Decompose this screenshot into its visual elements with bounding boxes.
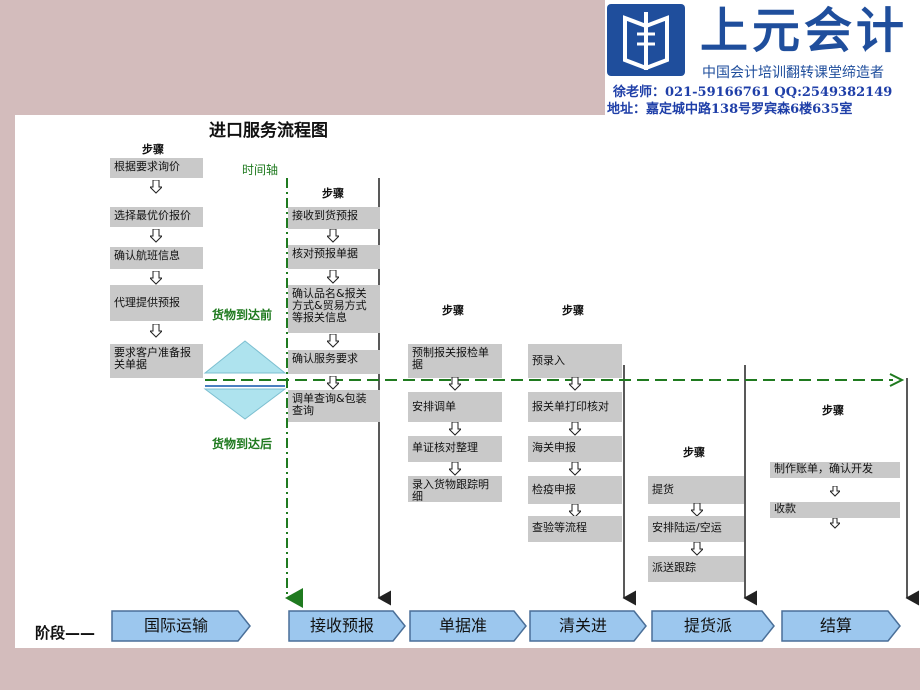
step-box: 根据要求询价 <box>110 158 203 178</box>
down-arrow-icon <box>327 270 339 284</box>
step-box: 查验等流程 <box>528 516 622 542</box>
step-box: 收款 <box>770 502 900 518</box>
down-arrow-icon <box>449 462 461 476</box>
brand-slogan: 中国会计培训翻转课堂缔造者 <box>702 65 884 81</box>
after-arrival-triangle <box>203 388 287 420</box>
step-header: 步骤 <box>683 446 705 459</box>
down-arrow-icon <box>150 180 162 194</box>
stage-receive-forecast: 接收预报 <box>287 609 407 643</box>
stage-customs-clearance: 清关进 <box>528 609 648 643</box>
step-header: 步骤 <box>442 304 464 317</box>
step-box: 报关单打印核对 <box>528 392 622 422</box>
step-box: 要求客户准备报关单据 <box>110 344 203 378</box>
step-box: 海关申报 <box>528 436 622 462</box>
stage-label: 接收预报 <box>309 616 374 635</box>
stage-documents: 单据准 <box>408 609 528 643</box>
diagram-title: 进口服务流程图 <box>209 121 328 141</box>
stage-label: 清关进 <box>558 616 607 635</box>
down-arrow-icon <box>569 462 581 476</box>
stage-international-transport: 国际运输 <box>110 609 252 643</box>
step-box: 接收到货预报 <box>288 207 380 229</box>
contact-info: 徐老师：021-59166761 QQ:2549382149 <box>613 85 893 100</box>
step-box: 代理提供预报 <box>110 285 203 321</box>
goods-after-label: 货物到达后 <box>212 437 273 451</box>
timeline-label: 时间轴 <box>242 163 279 177</box>
step-box: 选择最优价报价 <box>110 207 203 227</box>
before-arrival-triangle <box>203 340 287 374</box>
goods-before-label: 货物到达前 <box>212 308 273 322</box>
stage-label: 提货派 <box>683 616 732 635</box>
diagram-panel <box>15 115 920 648</box>
down-arrow-icon <box>150 229 162 243</box>
stage-settlement: 结算 <box>780 609 902 643</box>
step-box: 预制报关报检单据 <box>408 344 502 378</box>
down-arrow-icon <box>449 377 461 391</box>
stage-label: 单据准 <box>438 616 487 635</box>
arrival-arrow-icon <box>889 373 905 387</box>
down-arrow-icon <box>569 504 581 518</box>
step-box: 确认品名&报关方式&贸易方式等报关信息 <box>288 285 380 333</box>
down-arrow-icon <box>449 422 461 436</box>
down-arrow-icon <box>150 324 162 338</box>
step-box: 检疫申报 <box>528 476 622 504</box>
stage-prefix-label: 阶段—— <box>35 624 96 642</box>
logo-icon <box>607 4 685 76</box>
step-box: 制作账单，确认开发 <box>770 462 900 478</box>
down-arrow-icon <box>830 518 840 529</box>
stage-pickup-delivery: 提货派 <box>650 609 776 643</box>
brand-name: 上元会计 <box>700 3 909 59</box>
down-arrow-icon <box>327 229 339 243</box>
step-box: 安排陆运/空运 <box>648 516 744 542</box>
step-box: 确认航班信息 <box>110 247 203 269</box>
step-box: 调单查询&包装查询 <box>288 390 380 422</box>
down-arrow-icon <box>691 503 703 517</box>
down-arrow-icon <box>327 376 339 390</box>
step-box: 派送跟踪 <box>648 556 744 582</box>
down-arrow-icon <box>691 542 703 556</box>
address-info: 地址：嘉定城中路138号罗宾森6楼635室 <box>607 102 853 117</box>
step-header: 步骤 <box>562 304 584 317</box>
step-box: 提货 <box>648 476 744 504</box>
step-box: 单证核对整理 <box>408 436 502 462</box>
down-arrow-icon <box>569 377 581 391</box>
stage-label: 结算 <box>819 616 852 635</box>
down-arrow-icon <box>830 486 840 497</box>
step-header: 步骤 <box>822 404 844 417</box>
down-arrow-icon <box>569 422 581 436</box>
step-box: 安排调单 <box>408 392 502 422</box>
step-box: 确认服务要求 <box>288 350 380 374</box>
step-box: 预录入 <box>528 344 622 378</box>
stage-label: 国际运输 <box>143 616 208 635</box>
step-box: 录入货物跟踪明细 <box>408 476 502 502</box>
down-arrow-icon <box>150 271 162 285</box>
step-box: 核对预报单据 <box>288 245 380 269</box>
step-header: 步骤 <box>142 143 164 156</box>
down-arrow-icon <box>327 334 339 348</box>
step-header: 步骤 <box>322 187 344 200</box>
